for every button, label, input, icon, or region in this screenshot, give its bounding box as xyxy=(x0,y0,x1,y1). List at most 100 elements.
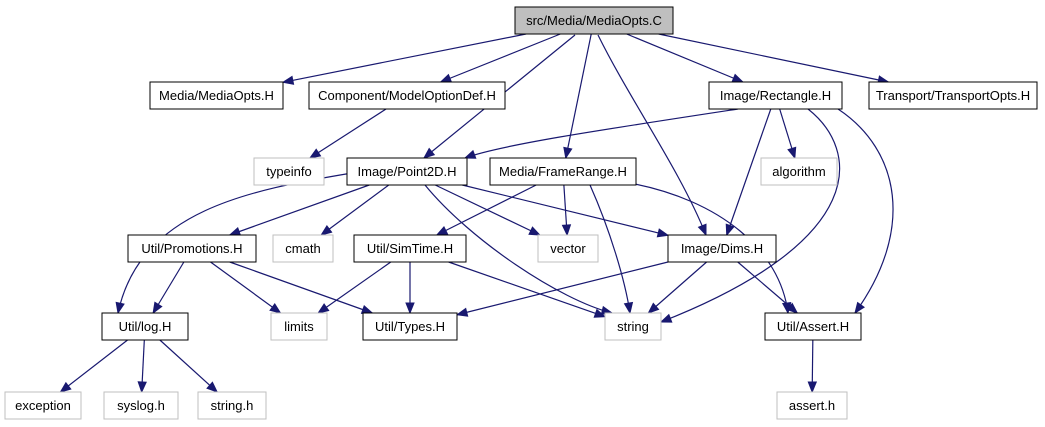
edge-arrowhead xyxy=(439,73,453,83)
node-box xyxy=(667,234,777,263)
edge-arrowhead xyxy=(422,147,436,159)
node-label: string.h xyxy=(211,398,254,413)
node-label: Image/Rectangle.H xyxy=(720,88,831,103)
node-main[interactable]: src/Media/MediaOpts.C xyxy=(514,6,674,35)
node-label: Image/Point2D.H xyxy=(358,164,457,179)
node-box xyxy=(362,312,458,341)
node-label: syslog.h xyxy=(117,398,165,413)
node-modeloptiondef[interactable]: Component/ModelOptionDef.H xyxy=(308,81,506,110)
edge-arrowhead xyxy=(659,313,673,323)
node-box xyxy=(764,312,862,341)
edge-arrowhead xyxy=(405,302,415,315)
edge-arrowhead xyxy=(320,224,333,236)
node-exception: exception xyxy=(4,391,82,420)
edge-rectangle-to-string xyxy=(659,108,841,323)
edge-arrowhead xyxy=(269,302,282,314)
node-box xyxy=(353,234,467,263)
edge-arrowhead xyxy=(647,302,660,314)
edge-dims-to-string xyxy=(647,261,707,314)
edge-arrowhead xyxy=(308,148,322,159)
node-box xyxy=(197,391,267,420)
edge-arrowhead xyxy=(563,146,573,160)
edge-simtime-to-string xyxy=(448,261,607,318)
node-box xyxy=(308,81,506,110)
edge-main-to-rectangle xyxy=(626,33,745,83)
node-label: Media/FrameRange.H xyxy=(499,164,627,179)
edge-framerange-to-string xyxy=(589,184,634,315)
node-label: Component/ModelOptionDef.H xyxy=(318,88,496,103)
edge-log-to-syslog xyxy=(137,339,147,394)
edge-point2d-to-cmath xyxy=(320,184,390,236)
node-box xyxy=(103,391,179,420)
edge-log-to-string_h xyxy=(159,339,219,393)
node-box xyxy=(253,157,325,186)
edge-simtime-to-limits xyxy=(317,261,392,314)
edge-main-to-modeloptiondef xyxy=(439,33,561,83)
node-point2d[interactable]: Image/Point2D.H xyxy=(346,157,468,186)
node-box xyxy=(868,81,1038,110)
node-label: Util/Promotions.H xyxy=(141,241,242,256)
node-transportopts[interactable]: Transport/TransportOpts.H xyxy=(868,81,1038,110)
node-box xyxy=(760,157,838,186)
edge-arrowhead xyxy=(228,226,242,236)
node-string: string xyxy=(604,312,662,341)
edge-rectangle-to-assert_h xyxy=(837,108,894,315)
node-label: Media/MediaOpts.H xyxy=(159,88,274,103)
node-box xyxy=(537,234,599,263)
edge-arrowhead xyxy=(623,301,634,315)
node-box xyxy=(270,312,328,341)
node-box xyxy=(127,234,257,263)
edge-log-to-exception xyxy=(59,339,128,393)
edge-main-to-transportopts xyxy=(658,33,890,85)
node-framerange[interactable]: Media/FrameRange.H xyxy=(489,157,637,186)
node-string_h: string.h xyxy=(197,391,267,420)
edge-arrowhead xyxy=(152,301,163,315)
edge-promotions-to-types xyxy=(229,261,374,314)
edge-arrowhead xyxy=(561,224,572,237)
edge-arrowhead xyxy=(786,302,799,314)
edge-arrowhead xyxy=(281,75,295,85)
edge-modeloptiondef-to-typeinfo xyxy=(308,108,387,159)
edge-arrowhead xyxy=(115,301,125,315)
node-label: Util/Assert.H xyxy=(777,319,849,334)
edge-framerange-to-vector xyxy=(561,184,572,237)
edge-arrowhead xyxy=(725,223,735,237)
node-dims[interactable]: Image/Dims.H xyxy=(667,234,777,263)
edge-promotions-to-log xyxy=(152,261,185,315)
edge-dims-to-assert_h xyxy=(737,261,799,314)
edge-arrowhead xyxy=(137,381,147,394)
edge-arrowhead xyxy=(787,146,797,160)
edge-arrowhead xyxy=(435,226,449,236)
node-label: vector xyxy=(550,241,586,256)
node-typeinfo: typeinfo xyxy=(253,157,325,186)
edge-main-to-dims xyxy=(597,34,707,237)
node-syslog: syslog.h xyxy=(103,391,179,420)
edge-arrowhead xyxy=(593,308,607,318)
node-box xyxy=(776,391,848,420)
node-label: Image/Dims.H xyxy=(681,241,763,256)
node-promotions[interactable]: Util/Promotions.H xyxy=(127,234,257,263)
node-box xyxy=(4,391,82,420)
edge-assert_h-to-assert_sys xyxy=(807,339,818,394)
node-assert_h[interactable]: Util/Assert.H xyxy=(764,312,862,341)
edge-promotions-to-limits xyxy=(210,261,282,314)
node-box xyxy=(489,157,637,186)
node-rectangle[interactable]: Image/Rectangle.H xyxy=(708,81,843,110)
edge-arrowhead xyxy=(463,149,477,159)
node-simtime[interactable]: Util/SimTime.H xyxy=(353,234,467,263)
node-label: Util/SimTime.H xyxy=(367,241,453,256)
edge-rectangle-to-dims xyxy=(725,108,772,237)
edge-arrowhead xyxy=(656,228,670,238)
node-label: limits xyxy=(284,319,314,334)
edge-arrowhead xyxy=(697,223,707,237)
node-label: typeinfo xyxy=(266,164,312,179)
node-types[interactable]: Util/Types.H xyxy=(362,312,458,341)
node-box xyxy=(101,312,189,341)
node-box xyxy=(514,6,674,35)
edge-arrowhead xyxy=(528,226,541,236)
edge-rectangle-to-algorithm xyxy=(779,108,797,160)
node-label: string xyxy=(617,319,649,334)
node-mediaopts_h[interactable]: Media/MediaOpts.H xyxy=(149,81,284,110)
node-log[interactable]: Util/log.H xyxy=(101,312,189,341)
